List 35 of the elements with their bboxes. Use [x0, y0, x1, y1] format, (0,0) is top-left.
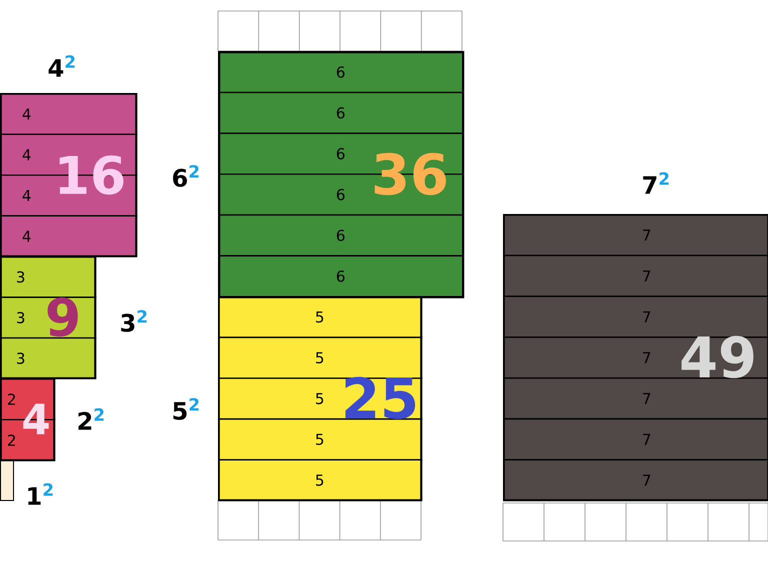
row-bar: 7	[503, 459, 768, 502]
row-bar: 6	[218, 255, 464, 298]
square-number: 49	[682, 336, 754, 378]
row-bar: 7	[503, 418, 768, 460]
row-bar: 7	[503, 214, 768, 256]
square-outline	[0, 94, 136, 256]
node-label: 7	[643, 311, 650, 322]
square-number: 9	[48, 297, 78, 337]
row-bar: 3	[0, 337, 96, 380]
power-label: 5$^{2}$	[173, 398, 198, 420]
unit-square	[0, 460, 14, 501]
node-label: 7	[643, 434, 650, 445]
square-number: 25	[345, 376, 416, 420]
row-bar: 7	[503, 377, 768, 420]
square-outline	[218, 296, 422, 500]
power-label: 3$^{2}$	[121, 310, 146, 332]
power-label: 7$^{2}$	[643, 172, 668, 194]
square-outline	[218, 51, 464, 298]
square-outline	[504, 214, 768, 500]
row-bar: 5	[218, 296, 422, 338]
row-bar: 7	[503, 254, 768, 297]
row-bar: 4	[0, 215, 138, 258]
square-outline	[0, 256, 96, 378]
power-label: 6$^{2}$	[173, 165, 198, 187]
power-label: 1$^{2}$	[28, 483, 52, 505]
row-bar: 5	[218, 459, 422, 502]
row-bar: 3	[0, 256, 96, 298]
power-label: 2$^{2}$	[78, 408, 104, 430]
row-bar: 6	[218, 51, 464, 94]
row-bar: 5	[218, 418, 422, 460]
node-label: 7	[643, 270, 650, 282]
row-bar: 6	[218, 92, 464, 134]
row-bar: 6	[218, 214, 464, 256]
power-label: 4$^{2}$	[48, 55, 74, 77]
row-bar: 4	[0, 93, 138, 136]
